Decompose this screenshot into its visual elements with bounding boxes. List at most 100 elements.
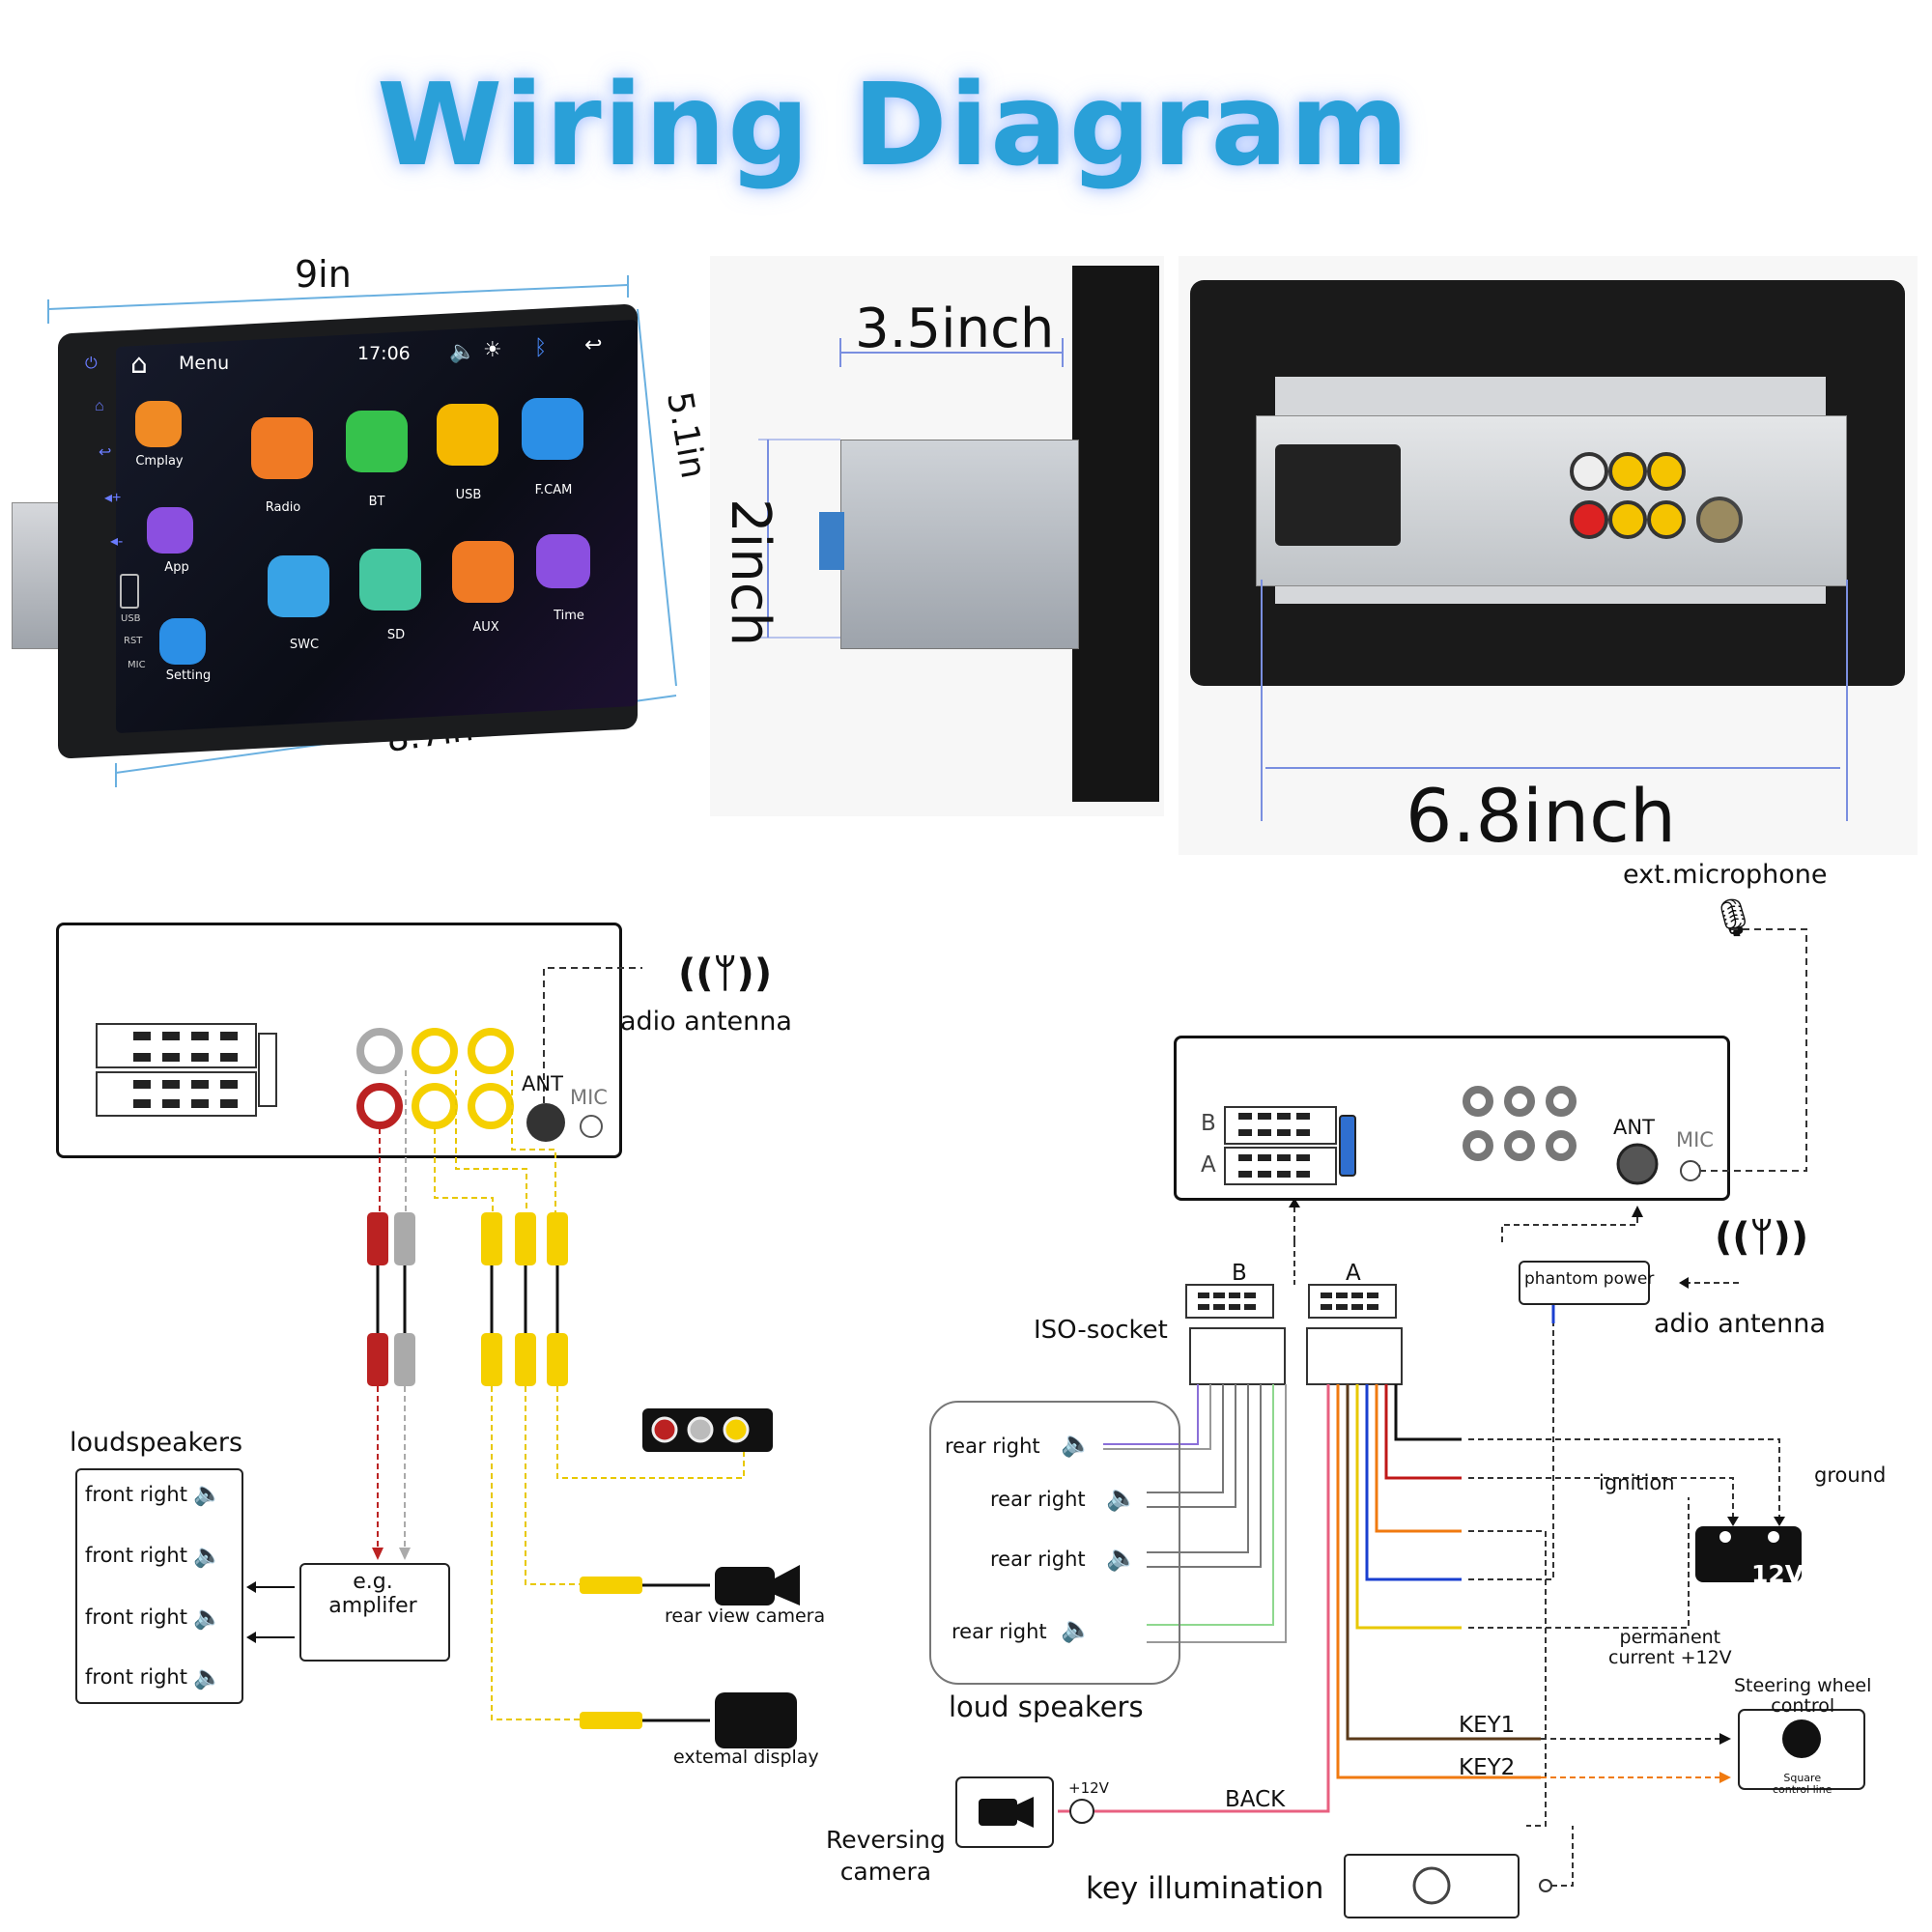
key2-label: KEY2 <box>1459 1755 1516 1780</box>
right-ant-label: ANT <box>1613 1116 1655 1139</box>
left-speaker-2: front right <box>85 1544 187 1567</box>
brightness-icon[interactable]: ☀ <box>483 338 502 362</box>
iso-socket-label: ISO-socket <box>1034 1316 1168 1345</box>
side-label-rst: RST <box>124 636 143 646</box>
width-top-label: 9in <box>295 253 352 296</box>
ignition-label: ignition <box>1599 1471 1675 1494</box>
battery-12v-label: 12V <box>1751 1560 1804 1588</box>
side-dimension-lines <box>758 338 1064 639</box>
microphone-icon: 🎙 <box>1710 896 1757 939</box>
iso-b-label: B <box>1232 1261 1247 1286</box>
side-home-icon[interactable]: ⌂ <box>95 398 104 414</box>
speaker-icon-1: 🔈 <box>193 1480 222 1507</box>
back-label: BACK <box>1225 1787 1286 1812</box>
speaker-icon-4: 🔈 <box>193 1663 222 1690</box>
phantom-power-label: phantom power <box>1524 1269 1655 1289</box>
app-swc-icon[interactable] <box>268 555 329 617</box>
usb-port <box>120 574 139 609</box>
app-cmplay-label: Cmplay <box>135 454 184 469</box>
side-label-mic: MIC <box>128 660 146 670</box>
app-time-icon[interactable] <box>536 534 590 588</box>
unit-a-label: A <box>1201 1152 1216 1178</box>
square-control-label: Square control line <box>1773 1772 1833 1796</box>
app-aux-icon[interactable] <box>452 541 514 603</box>
rear-speaker-icon-1: 🔈 <box>1061 1430 1093 1459</box>
clock-time: 17:06 <box>357 343 411 364</box>
phantom-power-box <box>1519 1261 1650 1305</box>
ground-label: ground <box>1814 1463 1887 1487</box>
loudspeakers-box <box>75 1468 243 1704</box>
app-bt-icon[interactable] <box>346 411 408 472</box>
depth-label: 3.5inch <box>855 298 1055 360</box>
iso-connector <box>1275 444 1401 546</box>
left-wiring-lines <box>96 967 800 1748</box>
app-aux-label: AUX <box>472 620 499 635</box>
side-back-icon[interactable]: ↩ <box>99 444 112 461</box>
app-swc-label: SWC <box>289 638 320 652</box>
left-speaker-4: front right <box>85 1665 187 1689</box>
page-title: Wiring Diagram <box>376 58 1411 191</box>
steering-wheel-label: Steering wheel control <box>1734 1675 1872 1717</box>
app-sd-label: SD <box>386 628 406 642</box>
left-antenna-icon: ((ᛘ)) <box>678 952 773 996</box>
speaker-icon-2: 🔈 <box>193 1542 222 1569</box>
volume-up-icon[interactable]: ◂+ <box>104 490 122 506</box>
amplifier-label: e.g. amplifer <box>328 1570 417 1618</box>
chassis-height-label: 2inch <box>718 498 781 646</box>
external-display-label: extemal display <box>673 1747 819 1768</box>
left-speaker-3: front right <box>85 1605 187 1629</box>
app-fcam-label: F.CAM <box>534 483 573 497</box>
app-sd-icon[interactable] <box>359 549 421 611</box>
right-speaker-3: rear right <box>990 1548 1086 1571</box>
unit-b-label: B <box>1201 1111 1216 1136</box>
reversing-camera-label: Reversing camera <box>826 1826 946 1886</box>
back-icon[interactable]: ↩ <box>584 333 603 357</box>
app-app-icon[interactable] <box>147 507 193 554</box>
app-radio-icon[interactable] <box>251 417 313 479</box>
right-speaker-2: rear right <box>990 1488 1086 1511</box>
bluetooth-icon: ᛒ <box>534 336 548 360</box>
plus12v-label: +12V <box>1068 1779 1109 1797</box>
volume-down-icon[interactable]: ◂- <box>110 533 124 550</box>
speaker-icon-3: 🔈 <box>193 1604 222 1631</box>
side-chassis <box>840 440 1079 649</box>
right-speaker-1: rear right <box>945 1435 1040 1458</box>
rear-speaker-icon-4: 🔈 <box>1061 1615 1093 1644</box>
app-cmplay-icon[interactable] <box>135 401 182 447</box>
right-wiring-lines <box>955 928 1865 1918</box>
app-app-label: App <box>164 560 189 575</box>
app-setting-icon[interactable] <box>159 618 206 665</box>
menu-label[interactable]: Menu <box>179 353 230 374</box>
permanent-current-label: permanent current +12V <box>1608 1627 1732 1668</box>
loud-speakers-label: loud speakers <box>949 1690 1144 1723</box>
right-speaker-4: rear right <box>952 1620 1047 1643</box>
rca-jacks <box>1570 452 1743 543</box>
iso-a-label: A <box>1346 1261 1361 1286</box>
app-fcam-icon[interactable] <box>522 398 583 460</box>
app-usb-label: USB <box>455 488 482 502</box>
left-antenna-label: adio antenna <box>620 1007 792 1037</box>
left-ant-label: ANT <box>522 1072 563 1095</box>
side-label-usb: USB <box>121 613 141 624</box>
loudspeakers-title: loudspeakers <box>70 1428 243 1458</box>
home-icon[interactable]: ⌂ <box>130 348 148 380</box>
right-antenna-icon: ((ᛘ)) <box>1715 1215 1809 1260</box>
app-bt-label: BT <box>368 495 385 509</box>
volume-icon[interactable]: 🔈 <box>449 340 476 364</box>
rear-speaker-icon-2: 🔈 <box>1106 1484 1138 1513</box>
power-icon[interactable]: ⏻ <box>85 355 98 372</box>
ext-microphone-label: ext.microphone <box>1623 860 1828 890</box>
amplifier-box <box>299 1563 450 1662</box>
rear-speaker-icon-3: 🔈 <box>1106 1544 1138 1573</box>
app-usb-icon[interactable] <box>437 404 498 466</box>
right-mic-label: MIC <box>1676 1128 1714 1151</box>
chassis-width-label: 6.8inch <box>1406 773 1677 859</box>
key1-label: KEY1 <box>1459 1713 1516 1738</box>
app-setting-label: Setting <box>165 668 212 683</box>
side-bezel <box>1072 266 1159 802</box>
rear-view-camera-label: rear view camera <box>665 1605 826 1627</box>
right-antenna-label: adio antenna <box>1654 1309 1826 1339</box>
app-radio-label: Radio <box>265 500 301 515</box>
key-illumination-label: key illumination <box>1086 1871 1324 1906</box>
left-speaker-1: front right <box>85 1483 187 1506</box>
